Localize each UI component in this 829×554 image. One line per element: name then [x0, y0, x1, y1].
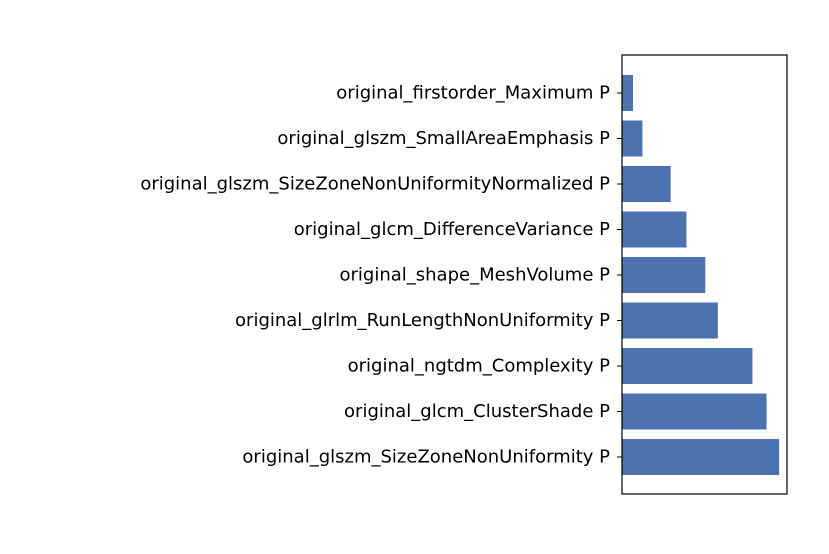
- y-tick-label: original_firstorder_Maximum P: [336, 83, 610, 104]
- bar: [622, 75, 633, 111]
- bar: [622, 257, 706, 293]
- bar: [622, 393, 767, 430]
- y-tick-label: original_glcm_ClusterShade P: [344, 401, 610, 422]
- y-tick-label: original_glrlm_RunLengthNonUniformity P: [235, 310, 610, 331]
- bars-layer: [622, 75, 780, 475]
- bar: [622, 439, 780, 475]
- bar: [622, 120, 643, 157]
- bar: [622, 302, 718, 339]
- y-ticks-layer: [617, 92, 622, 458]
- bar: [622, 166, 671, 202]
- y-tick-label: original_glszm_SizeZoneNonUniformityNorm…: [140, 174, 610, 195]
- bar: [622, 348, 753, 384]
- y-tick-labels-layer: original_firstorder_Maximum P original_gl…: [140, 83, 610, 468]
- bar: [622, 211, 687, 248]
- y-tick-label: original_glszm_SmallAreaEmphasis P: [277, 128, 610, 149]
- y-tick-label: original_ngtdm_Complexity P: [348, 356, 611, 377]
- y-tick-label: original_shape_MeshVolume P: [339, 265, 610, 286]
- y-tick-label: original_glcm_DifferenceVariance P: [294, 219, 610, 240]
- plot-area-frame: [621, 54, 788, 495]
- y-tick-label: original_glszm_SizeZoneNonUniformity P: [242, 447, 610, 468]
